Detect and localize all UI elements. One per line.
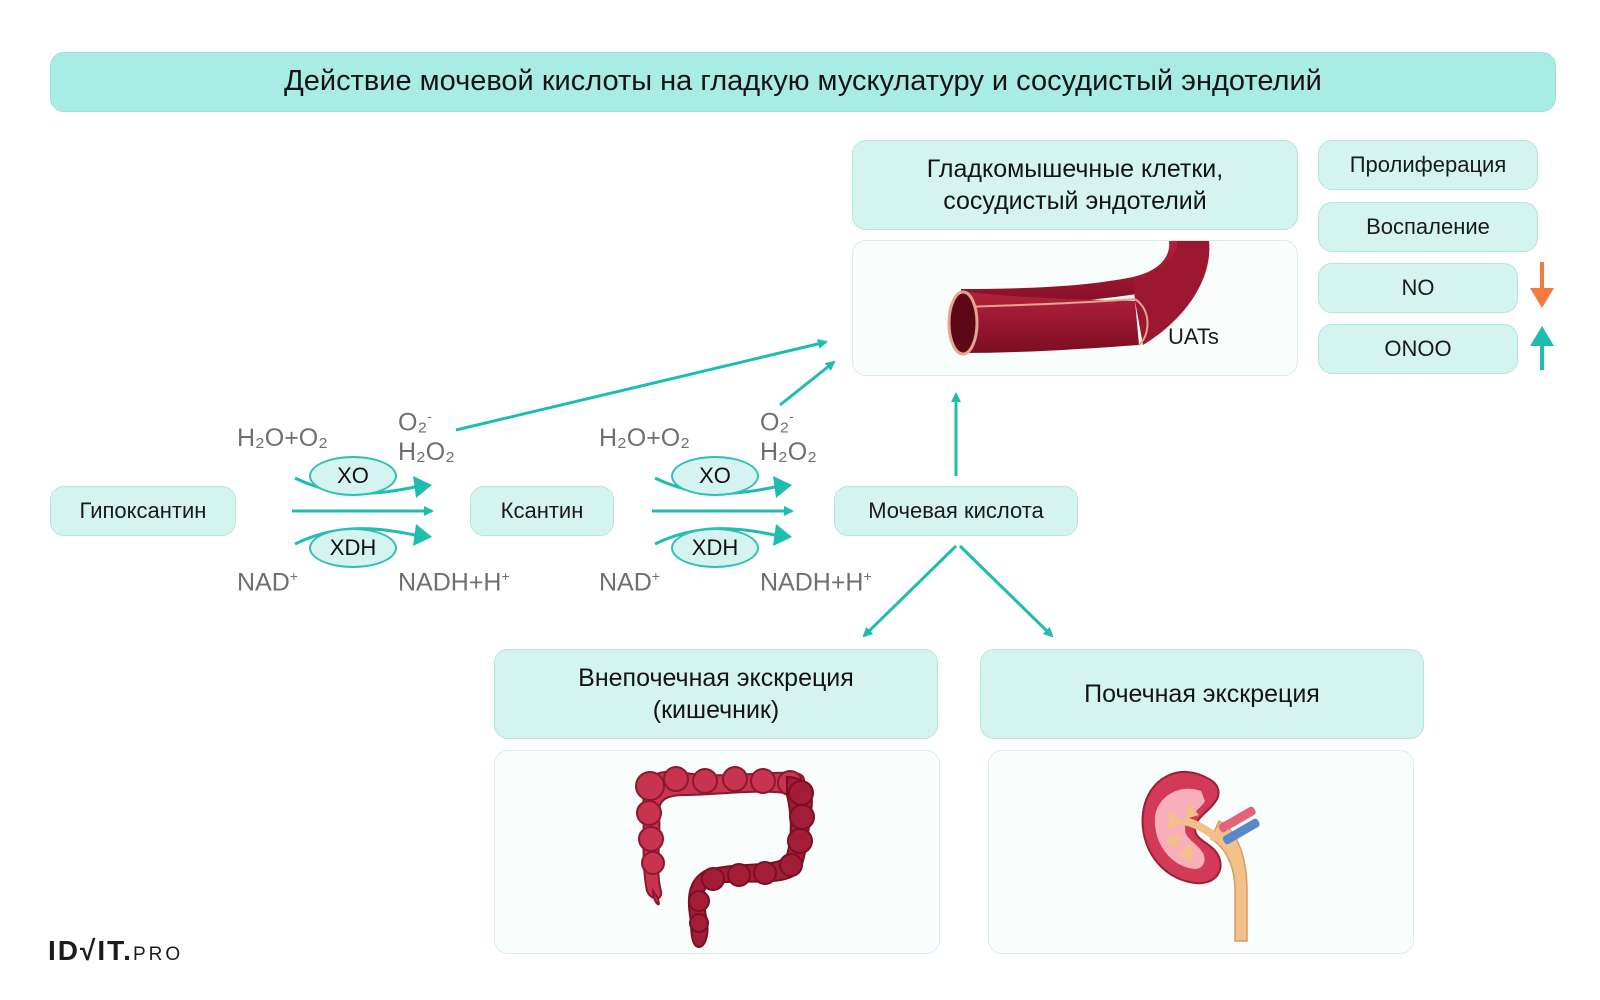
r2-out-bottom-sup: + [863,568,872,584]
node-hypoxanthine-label: Гипоксантин [79,497,207,523]
r2-out-top-1-sup: - [789,408,794,424]
enzyme-xo-2-label: XO [699,463,731,488]
r2-out-top-2: H₂O₂ [760,438,817,466]
extrarenal-label: Внепочечная экскреция (кишечник) [578,663,854,725]
large-intestine-illustration [635,766,815,949]
effect-proliferation-label: Пролиферация [1349,151,1507,177]
r1-out-bottom: NADH+H+ [398,568,510,597]
effect-onoo: ONOO [1318,324,1518,374]
page-title: Действие мочевой кислоты на гладкую муск… [50,52,1556,112]
enzyme-xdh-1-label: XDH [329,535,377,560]
vessel-label: UATs [1168,324,1219,349]
r1-out-top-2: H₂O₂ [398,438,455,466]
r2-in-top: H₂O+O₂ [599,424,690,452]
r1-in-bottom-text: NAD [237,568,290,597]
arrow-to-renal [958,544,1054,638]
r2-out-bottom-text: NADH+H [760,568,864,597]
extrarenal-box: Внепочечная экскреция (кишечник) [494,649,938,739]
effect-proliferation: Пролиферация [1318,140,1538,190]
effect-onoo-label: ONOO [1384,335,1452,361]
renal-label: Почечная экскреция [1084,679,1320,708]
ros-arrow-2 [779,360,836,407]
r2-in-bottom-sup: + [651,568,660,584]
enzyme-xo-1: XO [309,456,397,496]
vessel-panel [852,240,1298,376]
r1-out-top-1-text: O₂ [398,408,428,437]
node-xanthine-label: Ксантин [500,497,584,523]
node-xanthine: Ксантин [470,486,614,536]
renal-box: Почечная экскреция [980,649,1424,739]
arrow-to-extrarenal [862,544,958,638]
r1-out-bottom-text: NADH+H [398,568,502,597]
r1-out-top-1: O₂- [398,408,432,437]
r1-in-bottom: NAD+ [237,568,298,597]
down-arrow-icon [1530,262,1554,308]
node-uric-acid-label: Мочевая кислота [868,497,1044,523]
smooth-muscle-box: Гладкомышечные клетки, сосудистый эндоте… [852,140,1298,230]
kidney-illustration [1141,770,1260,942]
r1-in-top: H₂O+O₂ [237,424,328,452]
r2-out-bottom: NADH+H+ [760,568,872,597]
enzyme-xdh-1: XDH [309,528,397,568]
logo-main: ID√IT. [48,935,133,966]
r1-in-bottom-sup: + [289,568,298,584]
enzyme-xdh-2-label: XDH [691,535,739,560]
up-arrow-icon [1530,326,1554,370]
enzyme-xdh-2: XDH [671,528,759,568]
kidney-panel [988,750,1414,954]
effect-inflammation-label: Воспаление [1366,213,1490,239]
effect-no: NO [1318,263,1518,313]
effect-inflammation: Воспаление [1318,202,1538,252]
enzyme-xo-2: XO [671,456,759,496]
r2-out-top-1-text: O₂ [760,408,790,437]
logo: ID√IT.PRO [48,935,183,967]
ros-arrow-1 [455,338,828,432]
effect-no-label: NO [1401,274,1435,300]
logo-suffix: PRO [132,944,184,965]
intestine-panel [494,750,940,954]
blood-vessel-illustration [947,241,1210,356]
r1-out-top-1-sup: - [427,408,432,424]
r2-out-top-1: O₂- [760,408,794,437]
r2-in-bottom-text: NAD [599,568,652,597]
enzyme-xo-1-label: XO [337,463,369,488]
r2-in-bottom: NAD+ [599,568,660,597]
r1-out-bottom-sup: + [501,568,510,584]
smooth-muscle-label: Гладкомышечные клетки, сосудистый эндоте… [926,154,1224,216]
node-hypoxanthine: Гипоксантин [50,486,236,536]
node-uric-acid: Мочевая кислота [834,486,1078,536]
